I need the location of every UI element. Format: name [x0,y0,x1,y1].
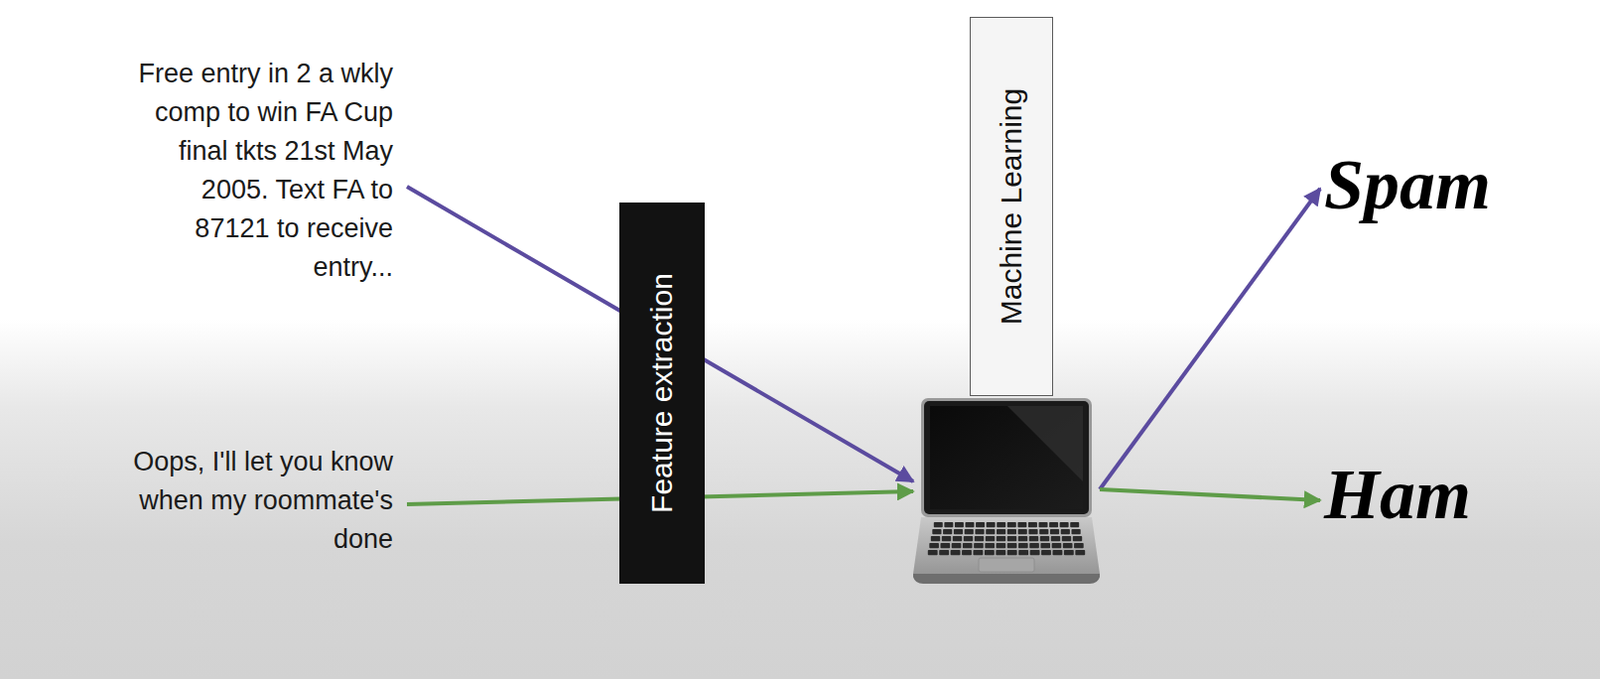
model-label: Machine Learning [993,88,1030,326]
class-label: Ham [1324,454,1471,534]
laptop-illustration [913,397,1100,586]
laptop-node: Machine Learning [913,397,1100,586]
label-box: Machine Learning [969,16,1054,397]
message-text: Oops, I'll let you know when my roommate… [133,446,394,554]
message-text: Oops, I'll let you know when my roommate… [125,442,407,559]
output-label: Ham [1320,458,1475,531]
arrow-connector [1099,489,1321,501]
laptop-screen [930,405,1083,510]
message-text: Free entry in 2 a wkly comp to win FA Cu… [137,58,394,282]
trackpad [978,557,1035,572]
class-label: Spam [1324,144,1491,225]
arrow-connector [1099,188,1321,490]
feature-extraction-band: Feature extraction [619,202,705,584]
screen-glare [1007,405,1083,482]
laptop-edge [913,573,1100,584]
message-text: Free entry in 2 a wkly comp to win FA Cu… [125,54,407,287]
output-label: Spam [1320,148,1495,221]
laptop-bezel [924,400,1089,515]
laptop-lid [921,398,1092,518]
keyboard [928,522,1085,555]
band-label: Feature extraction [644,272,680,514]
laptop-base [913,517,1100,582]
